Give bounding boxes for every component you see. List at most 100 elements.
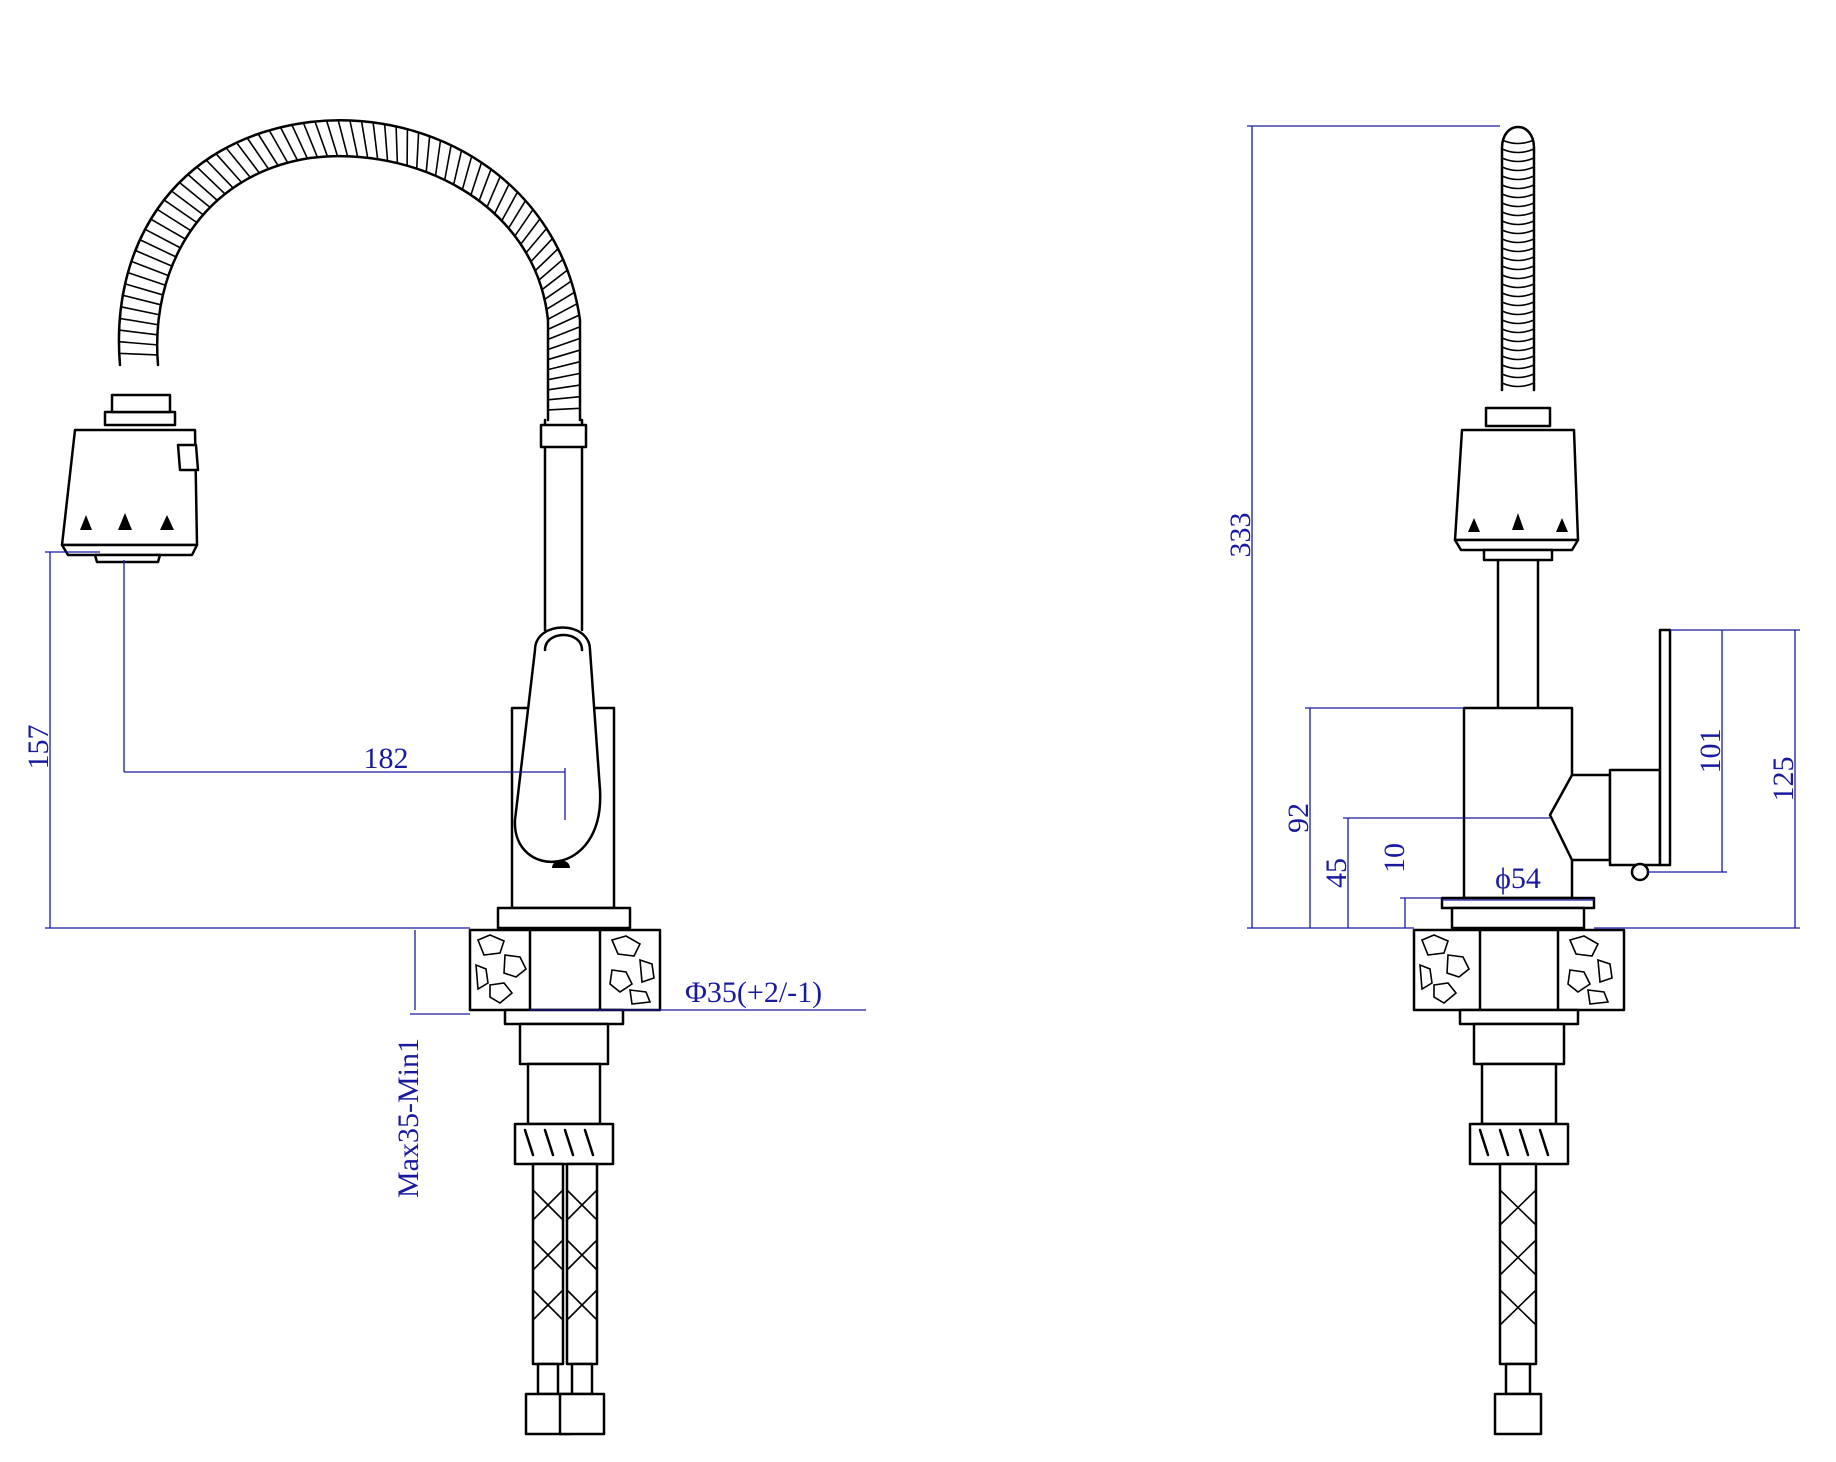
hose-rib xyxy=(547,395,581,401)
dimension-base-diameter: ϕ54 xyxy=(1442,862,1594,901)
hose-rib xyxy=(268,130,289,164)
side-hose-rib xyxy=(1501,157,1535,163)
dimension-outlet-height-label: 45 xyxy=(1320,858,1353,888)
side-hose-rib xyxy=(1501,364,1535,370)
hose-rib xyxy=(425,136,431,173)
hose-rib xyxy=(225,147,251,178)
hose-rib xyxy=(547,360,581,371)
hose-rib xyxy=(530,237,554,263)
hose-rib xyxy=(443,145,452,181)
hose-rib xyxy=(501,191,519,222)
side-hose-rib xyxy=(1501,274,1535,280)
hose-rib xyxy=(156,208,192,232)
hose-rib xyxy=(118,340,158,346)
hose-rib xyxy=(349,120,359,157)
hose-rib xyxy=(205,159,234,189)
side-hose-ribs xyxy=(1501,139,1535,388)
side-hose-rib xyxy=(1501,184,1535,190)
side-hose-rib xyxy=(1501,283,1535,289)
front-flexible-hose xyxy=(117,119,582,422)
front-view: 157 182 Φ35(+2/-1) Max35-Min1 xyxy=(22,119,866,1436)
hose-rib xyxy=(119,317,159,326)
dimension-body-height-label: 92 xyxy=(1282,803,1315,833)
side-hose-rib xyxy=(1501,310,1535,316)
hose-rib xyxy=(538,258,564,281)
hose-rib xyxy=(547,384,581,391)
hose-rib xyxy=(135,249,173,267)
side-hose-rib xyxy=(1501,328,1535,334)
hose-rib xyxy=(372,122,379,160)
side-hose-rib xyxy=(1501,382,1535,388)
front-spout-pipe xyxy=(543,418,584,632)
side-spout-pipe xyxy=(1496,558,1540,710)
hose-rib xyxy=(127,271,166,286)
hose-rib xyxy=(486,176,501,208)
dimension-base-height: 10 xyxy=(1378,843,1442,928)
side-hose-rib xyxy=(1501,193,1535,199)
side-hose-rib xyxy=(1501,238,1535,244)
hose-rib xyxy=(291,124,309,159)
hose-rib xyxy=(383,124,389,162)
hose-rib xyxy=(279,127,299,161)
hose-rib xyxy=(120,306,160,316)
side-hose-rib xyxy=(1501,139,1535,145)
side-hose-rib xyxy=(1501,175,1535,181)
dimension-hole-diameter-label: Φ35(+2/-1) xyxy=(685,976,822,1009)
side-flexible-hose xyxy=(1500,125,1536,392)
dimension-front-reach: 182 xyxy=(123,560,566,820)
dimension-total-height-label: 333 xyxy=(1224,513,1257,558)
hose-rib xyxy=(470,162,483,196)
front-spout-collar xyxy=(539,423,588,449)
dimension-lever-top-height: 125 xyxy=(1594,629,1800,929)
dimension-lever-length: 101 xyxy=(1648,629,1727,873)
hose-rib xyxy=(544,280,572,301)
side-faucet-body xyxy=(1440,628,1672,930)
hose-rib xyxy=(119,329,158,336)
hose-rib xyxy=(131,260,169,277)
side-hose-rib xyxy=(1501,301,1535,307)
side-mounting-assembly xyxy=(1458,1008,1580,1436)
hose-ribs xyxy=(118,120,581,411)
side-hose-rib xyxy=(1501,319,1535,325)
hose-rib xyxy=(547,314,580,331)
side-hose-rib xyxy=(1501,229,1535,235)
hose-rib xyxy=(171,190,204,216)
side-hose-rib xyxy=(1501,373,1535,379)
hose-rib xyxy=(493,183,510,215)
front-mounting-assembly xyxy=(503,1008,625,1436)
side-spray-head xyxy=(1453,406,1580,562)
side-hose-rib xyxy=(1501,355,1535,361)
hose-rib xyxy=(235,142,260,174)
side-hose-rib xyxy=(1501,292,1535,298)
dimension-front-height: 157 xyxy=(22,551,470,929)
dimension-lever-top-height-label: 125 xyxy=(1767,757,1800,802)
hose-rib xyxy=(246,137,270,170)
hose-rib xyxy=(215,153,243,183)
side-hose-rib xyxy=(1501,265,1535,271)
hose-rib xyxy=(257,133,279,167)
hose-rib xyxy=(547,325,581,341)
dimension-base-height-label: 10 xyxy=(1378,843,1411,873)
front-countertop xyxy=(468,928,662,1012)
dimension-total-height: 333 xyxy=(1224,125,1500,929)
hose-rib xyxy=(461,156,473,190)
hose-rib xyxy=(434,140,442,176)
side-hose-rib xyxy=(1501,346,1535,352)
hose-rib xyxy=(546,291,575,310)
side-hose-rib xyxy=(1501,148,1535,154)
front-spray-head xyxy=(60,393,200,564)
hose-rib xyxy=(507,200,527,229)
hose-rib xyxy=(547,407,581,411)
hose-rib xyxy=(547,372,581,381)
side-hose-rib xyxy=(1501,220,1535,226)
side-countertop xyxy=(1412,928,1626,1012)
side-hose-rib xyxy=(1501,166,1535,172)
hose-rib xyxy=(478,169,492,202)
hose-rib xyxy=(196,166,226,195)
dimension-front-height-label: 157 xyxy=(22,725,55,770)
side-hose-rib xyxy=(1501,211,1535,217)
hose-rib xyxy=(547,349,581,361)
hose-rib xyxy=(178,181,211,208)
dimension-body-height: 92 xyxy=(1282,707,1464,928)
